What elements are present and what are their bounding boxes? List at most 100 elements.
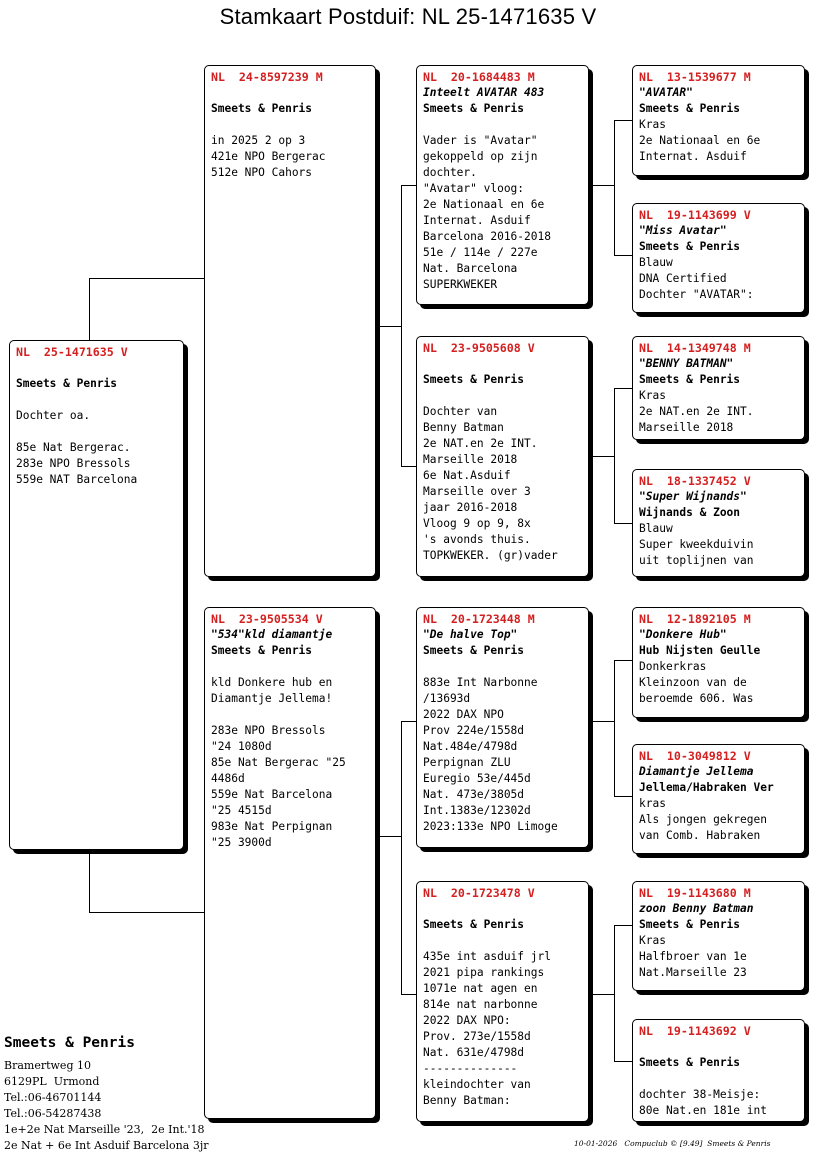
ring-number: NL 25-1471635 V: [16, 345, 128, 359]
info-line: 4486d: [211, 772, 245, 785]
pigeon-name: "Super Wijnands": [639, 490, 747, 503]
info-line: 2e NAT.en 2e INT.: [639, 405, 754, 418]
info-line: Benny Batman: [423, 421, 504, 434]
info-line: in 2025 2 op 3: [211, 134, 306, 147]
breeder-name: Smeets & Penris: [423, 102, 525, 115]
info-line: Nat. 473e/3805d: [423, 788, 525, 801]
info-line: [423, 659, 582, 675]
connector-line: [401, 721, 402, 994]
info-line: 512e NPO Cahors: [211, 166, 313, 179]
connector-line: [376, 836, 402, 837]
breeder-name: Jellema/Habraken Ver: [639, 781, 774, 794]
ring-number: NL 23-9505608 V: [423, 341, 535, 355]
breeder-name: Smeets & Penris: [16, 377, 118, 390]
info-line: dochter.: [423, 166, 477, 179]
info-line: [211, 117, 369, 133]
connector-line: [614, 388, 633, 389]
connector-line: [614, 660, 633, 661]
connector-line: [589, 456, 615, 457]
connector-line: [614, 255, 633, 256]
info-line: 421e NPO Bergerac: [211, 150, 326, 163]
info-line: [423, 117, 582, 133]
breeder-name: Smeets & Penris: [423, 918, 525, 931]
info-line: 's avonds thuis.: [423, 533, 531, 546]
info-line: SUPERKWEKER: [423, 278, 498, 291]
info-line: 51e / 114e / 227e: [423, 246, 538, 259]
info-line: 283e NPO Bressols: [16, 457, 131, 470]
info-line: Nat.484e/4798d: [423, 740, 518, 753]
info-line: Diamantje Jellema!: [211, 692, 333, 705]
info-line: [423, 388, 582, 404]
info-line: Nat. 631e/4798d: [423, 1046, 525, 1059]
connector-line: [401, 185, 402, 466]
connector-line: [401, 185, 417, 186]
pedigree-card-ggm-1: NL 19-1143699 V"Miss Avatar"Smeets & Pen…: [632, 203, 805, 313]
owner-name: Smeets & Penris: [4, 1035, 135, 1051]
pigeon-name: [211, 85, 369, 101]
breeder-name: Smeets & Penris: [639, 102, 741, 115]
info-line: jaar 2016-2018: [423, 501, 518, 514]
info-line: Blauw: [639, 522, 673, 535]
pigeon-name: "Donkere Hub": [639, 628, 727, 641]
ring-number: NL 12-1892105 M: [639, 612, 751, 626]
ring-number: NL 20-1684483 M: [423, 70, 535, 84]
pedigree-card-ggf-2: NL 14-1349748 M"BENNY BATMAN"Smeets & Pe…: [632, 336, 805, 440]
info-line: "25 3900d: [211, 836, 272, 849]
info-line: Kras: [639, 118, 666, 131]
info-line: Prov 224e/1558d: [423, 724, 525, 737]
info-line: Perpignan ZLU: [423, 756, 511, 769]
connector-line: [401, 721, 417, 722]
info-line: DNA Certified: [639, 272, 727, 285]
info-line: 983e Nat Perpignan: [211, 820, 333, 833]
info-line: 883e Int Narbonne: [423, 676, 538, 689]
pedigree-card-ggm-2: NL 18-1337452 V"Super Wijnands"Wijnands …: [632, 469, 805, 577]
info-line: uit toplijnen van: [639, 554, 754, 567]
info-line: [16, 392, 177, 408]
connector-line: [89, 850, 90, 912]
owner-city: 6129PL Urmond: [4, 1075, 100, 1088]
pigeon-name: zoon Benny Batman: [639, 902, 754, 915]
info-line: /13693d: [423, 692, 471, 705]
connector-line: [614, 796, 633, 797]
connector-line: [614, 925, 615, 1061]
ring-number: NL 24-8597239 M: [211, 70, 323, 84]
pigeon-name: [16, 360, 177, 376]
connector-line: [376, 326, 402, 327]
info-line: Euregio 53e/445d: [423, 772, 531, 785]
info-line: Kleinzoon van de: [639, 676, 747, 689]
info-line: 85e Nat Bergerac.: [16, 441, 131, 454]
connector-line: [89, 912, 205, 913]
info-line: 2022 DAX NPO: [423, 708, 504, 721]
info-line: van Comb. Habraken: [639, 829, 761, 842]
info-line: [423, 933, 582, 949]
info-line: [211, 707, 369, 723]
info-line: kras: [639, 797, 666, 810]
pigeon-name: [639, 1039, 798, 1055]
pigeon-name: [423, 901, 582, 917]
print-stamp: 10-01-2026 Compuclub © [9.49] Smeets & P…: [574, 1139, 771, 1148]
info-line: gekoppeld op zijn: [423, 150, 538, 163]
info-line: Barcelona 2016-2018: [423, 230, 551, 243]
info-line: 283e NPO Bressols: [211, 724, 326, 737]
info-line: TOPKWEKER. (gr)vader: [423, 549, 558, 562]
ring-number: NL 20-1723448 M: [423, 612, 535, 626]
info-line: Prov. 273e/1558d: [423, 1030, 531, 1043]
ring-number: NL 19-1143680 M: [639, 886, 751, 900]
info-line: Nat. Barcelona: [423, 262, 518, 275]
info-line: 2021 pipa rankings: [423, 966, 545, 979]
pigeon-name: Diamantje Jellema: [639, 765, 754, 778]
info-line: Vloog 9 op 9, 8x: [423, 517, 531, 530]
breeder-name: Smeets & Penris: [423, 644, 525, 657]
info-line: 80e Nat.en 181e int: [639, 1104, 767, 1117]
breeder-name: Smeets & Penris: [639, 1056, 741, 1069]
info-line: 2e Nationaal en 6e: [639, 134, 761, 147]
pigeon-name: "AVATAR": [639, 86, 693, 99]
info-line: 2e Nationaal en 6e: [423, 198, 545, 211]
info-line: Int.1383e/12302d: [423, 804, 531, 817]
info-line: 435e int asduif jrl: [423, 950, 551, 963]
info-line: Als jongen gekregen: [639, 813, 767, 826]
breeder-name: Smeets & Penris: [423, 373, 525, 386]
